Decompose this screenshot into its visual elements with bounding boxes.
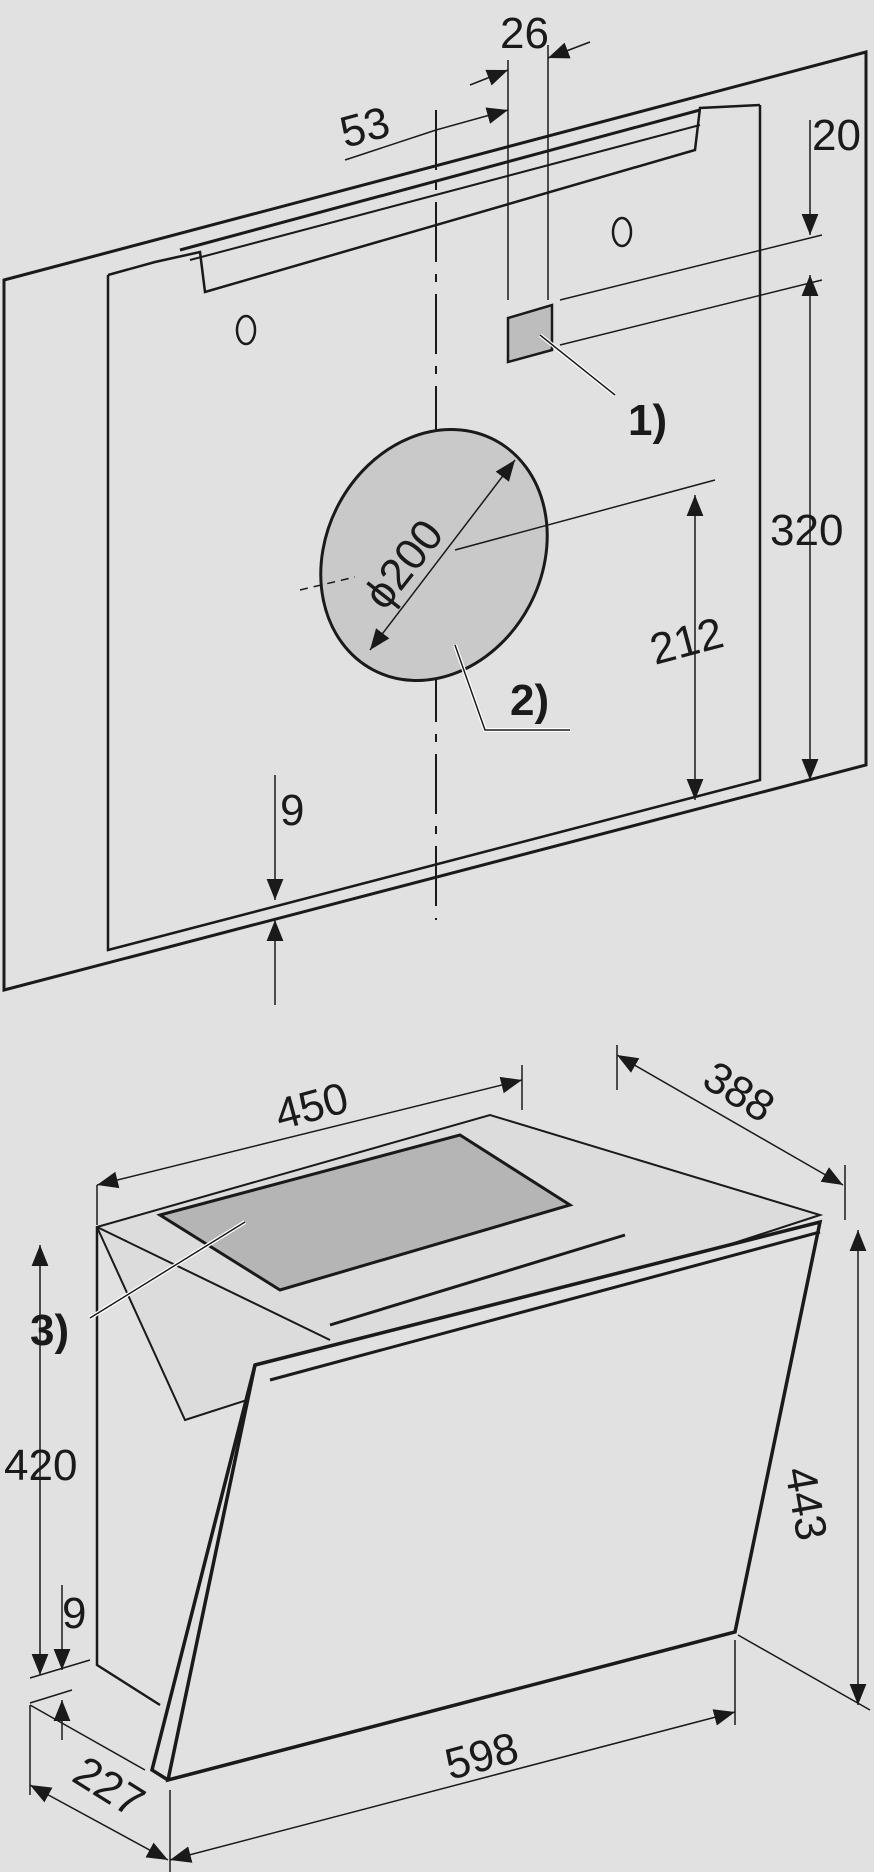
wall-template (2, 41, 868, 1005)
hood-drawing (29, 1045, 871, 1872)
dim-443: 443 (775, 1463, 836, 1544)
dim-450: 450 (270, 1073, 354, 1139)
dim-420: 420 (4, 1441, 77, 1490)
dim-9-wall: 9 (280, 786, 304, 835)
dim-26: 26 (500, 9, 549, 58)
dim-227: 227 (65, 1747, 153, 1827)
dim-53: 53 (335, 98, 395, 158)
wall-dimension-labels: 26 53 20 320 212 9 ϕ200 1) 2) (280, 9, 861, 835)
dim-598: 598 (440, 1723, 524, 1789)
dim-388: 388 (695, 1052, 783, 1132)
callout-2: 2) (510, 676, 549, 725)
dim-20: 20 (812, 111, 861, 160)
dim-9-hood: 9 (62, 1589, 86, 1638)
callout-3: 3) (30, 1306, 69, 1355)
dim-320: 320 (770, 506, 843, 555)
callout-1: 1) (628, 396, 667, 445)
